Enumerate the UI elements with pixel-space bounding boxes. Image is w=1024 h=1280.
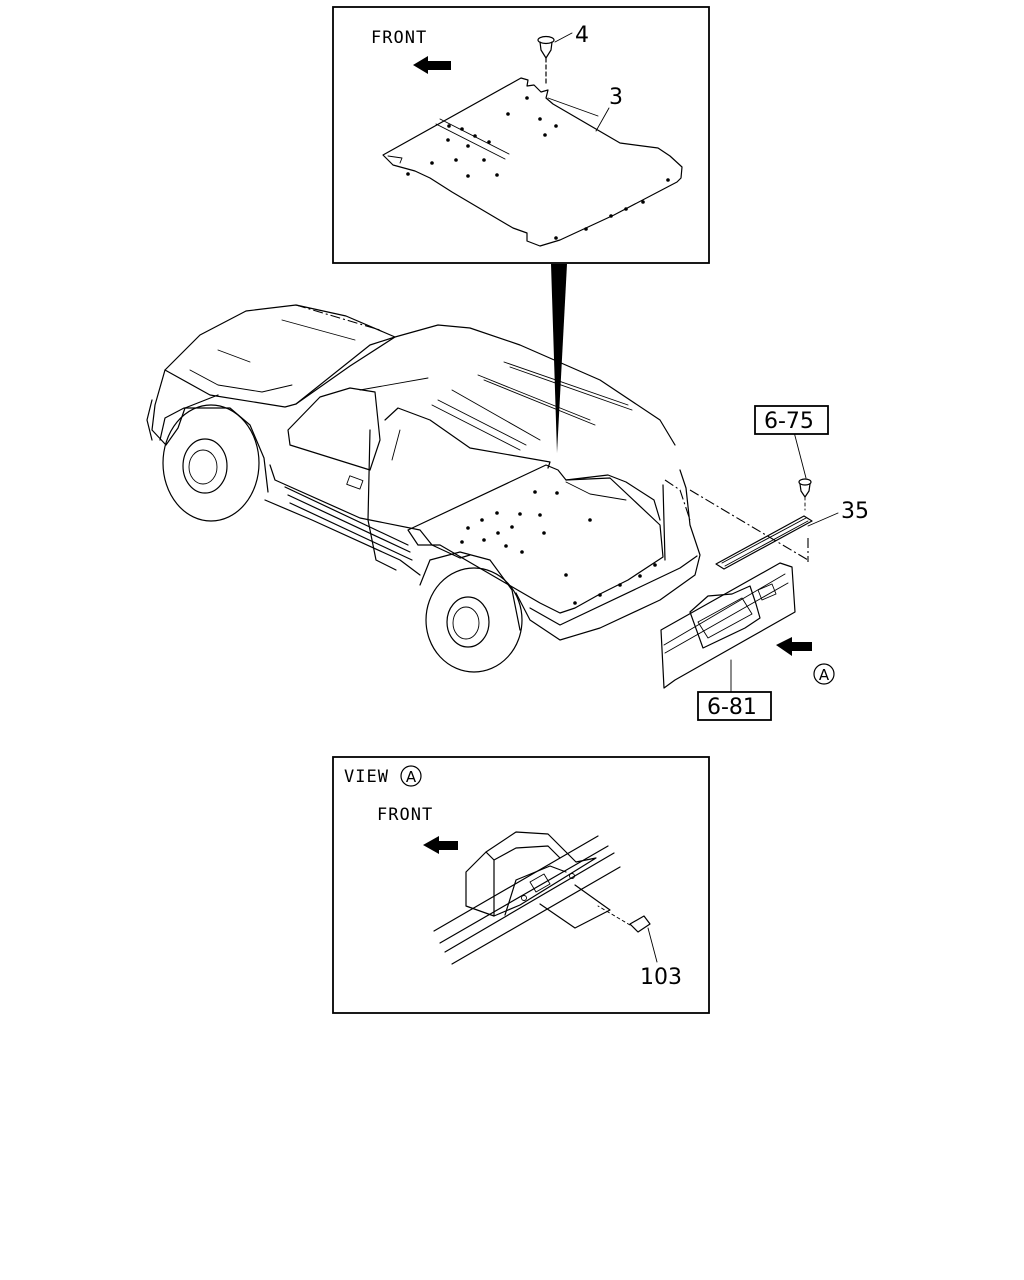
- front-label-top: FRONT: [371, 28, 427, 48]
- clip-fastener-icon: [537, 35, 555, 87]
- tailgate-panel: [660, 562, 796, 689]
- projection-line-upper: [689, 489, 809, 561]
- view-a-title: VIEW: [344, 767, 389, 787]
- front-arrow-icon: [423, 836, 458, 854]
- top-inset-frame: [332, 6, 710, 264]
- callout-3: 3: [609, 85, 623, 110]
- callout-4: 4: [575, 23, 589, 48]
- scuff-strip: [715, 515, 813, 570]
- callout-35: 35: [841, 499, 869, 524]
- cargo-floor-mat: [382, 77, 683, 247]
- view-a-inset: VIEW A FRONT 103: [332, 756, 710, 1014]
- front-wheel: [159, 404, 269, 522]
- view-a-marker-letter: A: [819, 666, 830, 684]
- leader-line-4: [554, 32, 573, 43]
- view-a-title-marker: [400, 765, 422, 787]
- view-a-inset-frame: [332, 756, 710, 1014]
- leader-line-35: [807, 512, 839, 527]
- front-arrow-icon: [413, 56, 451, 74]
- view-a-arrow-icon: [776, 637, 812, 656]
- callout-103: 103: [640, 965, 682, 990]
- tailgate-clip-icon: [798, 478, 812, 511]
- vehicle-illustration: [146, 304, 701, 673]
- ref-box-6-81: [697, 691, 772, 721]
- front-label-bottom: FRONT: [377, 805, 433, 825]
- view-a-title-letter: A: [406, 768, 417, 786]
- leader-line-103: [647, 927, 658, 963]
- ref-6-81: 6-81: [707, 695, 757, 720]
- ref-box-6-75: [754, 405, 829, 435]
- top-inset: FRONT 4: [332, 6, 710, 264]
- view-a-marker: A: [813, 663, 835, 685]
- license-light-housing: [465, 831, 597, 917]
- leader-line-6-75: [793, 431, 807, 479]
- inset-pointer: [551, 264, 567, 453]
- rear-wheel: [419, 551, 523, 673]
- ref-6-75: 6-75: [764, 409, 814, 434]
- screw-icon: [597, 905, 651, 933]
- leader-line-3: [595, 107, 610, 132]
